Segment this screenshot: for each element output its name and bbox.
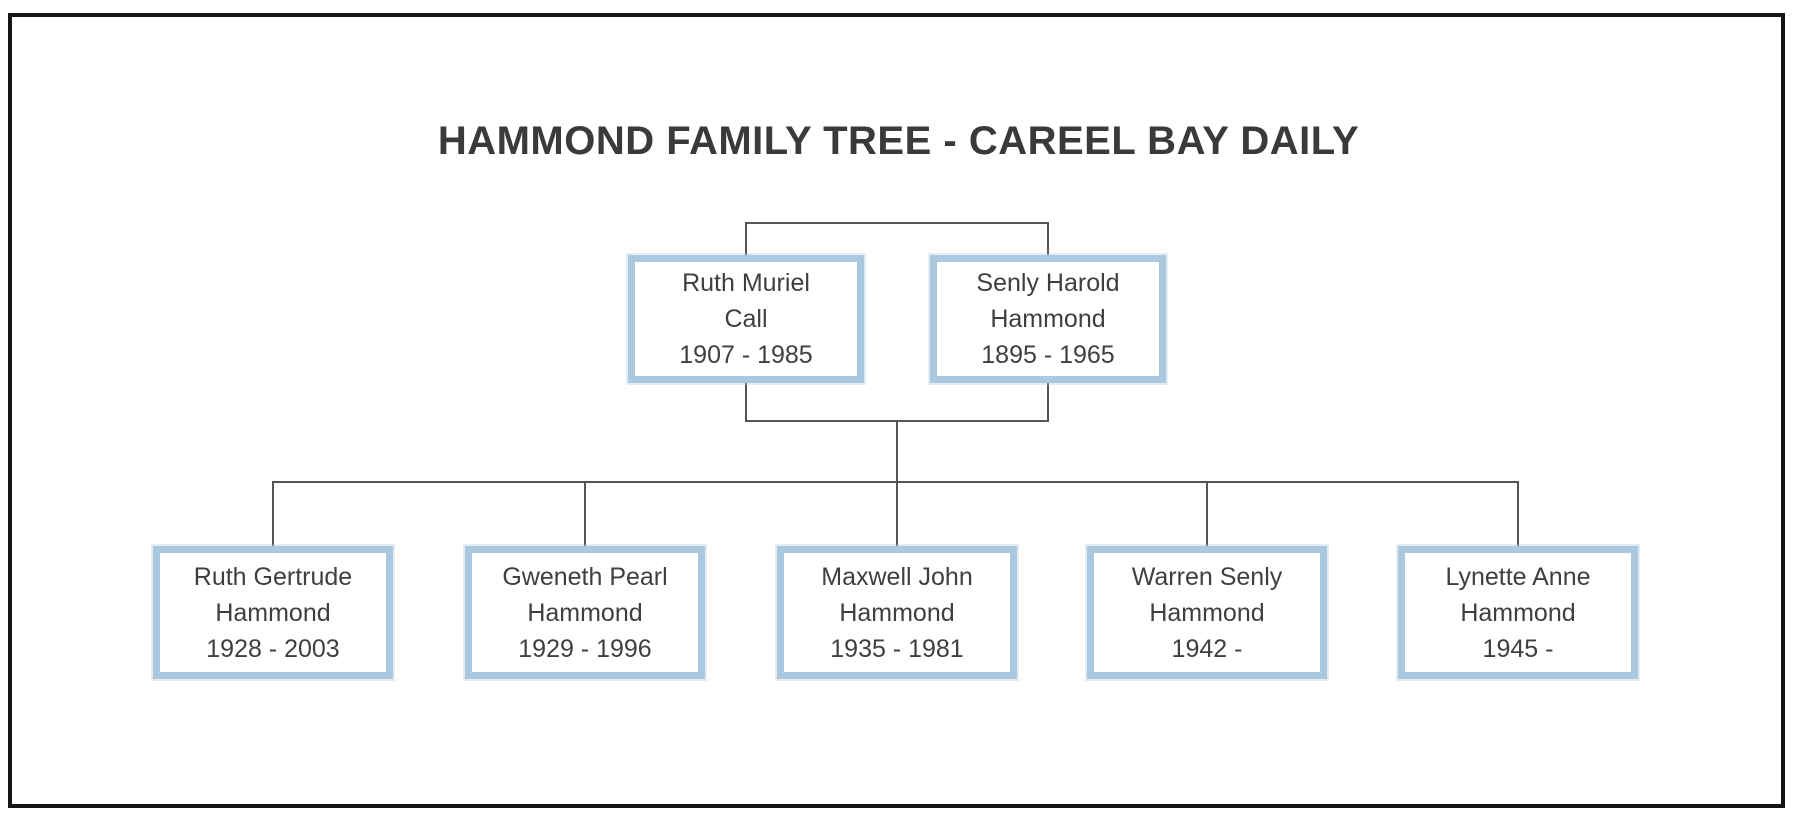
person-years: 1929 - 1996 bbox=[518, 634, 652, 663]
person-name-line: Warren Senly bbox=[1131, 562, 1283, 591]
person-name-line: Hammond bbox=[1149, 598, 1265, 627]
connector-marriage-top-horizontal bbox=[745, 222, 1049, 224]
person-years: 1907 - 1985 bbox=[679, 341, 813, 369]
person-name-line: Hammond bbox=[527, 598, 643, 627]
person-box-senly-harold-hammond[interactable]: Senly Harold Hammond 1895 - 1965 bbox=[930, 255, 1166, 383]
person-name-line: Call bbox=[724, 305, 768, 333]
person-name-line: Hammond bbox=[839, 598, 955, 627]
person-years: 1895 - 1965 bbox=[981, 341, 1115, 369]
connector-child-drop-4 bbox=[1206, 481, 1208, 546]
person-name-line: Lynette Anne bbox=[1445, 562, 1591, 591]
person-years: 1935 - 1981 bbox=[830, 634, 964, 663]
person-years: 1942 - bbox=[1171, 634, 1243, 663]
person-years: 1928 - 2003 bbox=[206, 634, 340, 663]
person-box-ruth-muriel-call[interactable]: Ruth Muriel Call 1907 - 1985 bbox=[628, 255, 864, 383]
connector-child-drop-2 bbox=[584, 481, 586, 546]
person-box-warren-senly-hammond[interactable]: Warren Senly Hammond 1942 - bbox=[1087, 546, 1327, 679]
person-name-line: Hammond bbox=[215, 598, 331, 627]
person-name-line: Hammond bbox=[990, 305, 1106, 333]
connector-marriage-bottom-left-vertical bbox=[745, 383, 747, 422]
person-box-gweneth-pearl-hammond[interactable]: Gweneth Pearl Hammond 1929 - 1996 bbox=[465, 546, 705, 679]
person-name-line: Hammond bbox=[1460, 598, 1576, 627]
person-name-line: Ruth Gertrude bbox=[193, 562, 353, 591]
person-box-lynette-anne-hammond[interactable]: Lynette Anne Hammond 1945 - bbox=[1398, 546, 1638, 679]
person-box-maxwell-john-hammond[interactable]: Maxwell John Hammond 1935 - 1981 bbox=[777, 546, 1017, 679]
connector-marriage-top-left-vertical bbox=[745, 222, 747, 256]
connector-child-drop-5 bbox=[1517, 481, 1519, 546]
connector-children-rail bbox=[272, 481, 1519, 483]
person-box-ruth-gertrude-hammond[interactable]: Ruth Gertrude Hammond 1928 - 2003 bbox=[153, 546, 393, 679]
person-years: 1945 - bbox=[1482, 634, 1554, 663]
person-name-line: Maxwell John bbox=[821, 562, 973, 591]
person-name-line: Gweneth Pearl bbox=[502, 562, 668, 591]
connector-child-drop-1 bbox=[272, 481, 274, 546]
connector-descent-stem bbox=[896, 420, 898, 483]
connector-marriage-bottom-right-vertical bbox=[1047, 383, 1049, 422]
person-name-line: Senly Harold bbox=[976, 269, 1120, 297]
connector-child-drop-3 bbox=[896, 481, 898, 546]
page-title: HAMMOND FAMILY TREE - CAREEL BAY DAILY bbox=[437, 119, 1360, 163]
person-name-line: Ruth Muriel bbox=[682, 269, 810, 297]
connector-marriage-top-right-vertical bbox=[1047, 222, 1049, 256]
